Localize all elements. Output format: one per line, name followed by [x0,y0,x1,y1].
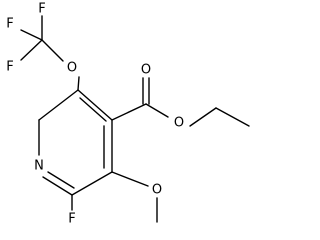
atom-label-o-trifluoromethoxy: O [67,61,77,76]
atom-label-o-ester: O [174,116,184,131]
atom-label-o-carbonyl: O [141,63,151,78]
bond-cf3-carbon-to-oxygen [41,39,64,62]
ring-bond-c3-c4-inner [79,97,107,122]
atom-label-n-ring: N [34,159,44,174]
atom-label-f-ring: F [68,212,75,227]
atom-label-f-left-lower: F [6,60,13,75]
bond-carbonyl-carbon-to-ester-oxygen [145,103,169,118]
ring-bond-n1-c6 [42,176,73,196]
bond-ester-oxygen-to-ethyl-ch2 [189,107,217,127]
ring-bond-c6-c5 [71,171,113,196]
ring-bond-n1-c6-inner [47,171,75,189]
bond-ethyl-ch2-to-ch3 [215,107,250,127]
ring-bond-c3-c2 [38,89,79,121]
bond-f-left-upper-to-cf3-carbon [20,29,43,41]
bond-oxygen-to-ring [77,76,80,91]
bond-ring-to-methoxy-oxygen [111,171,149,187]
atom-label-o-methoxy: O [152,183,162,198]
ring-bond-c3-c4 [77,89,113,121]
bond-ring-to-carbonyl-carbon [111,103,147,121]
atom-label-f-left-upper: F [6,17,13,32]
molecule-structure-diagram: F F F O O O N O F [6,2,250,227]
bond-f-left-lower-to-cf3-carbon [20,39,43,61]
atom-label-f-top: F [38,2,45,17]
